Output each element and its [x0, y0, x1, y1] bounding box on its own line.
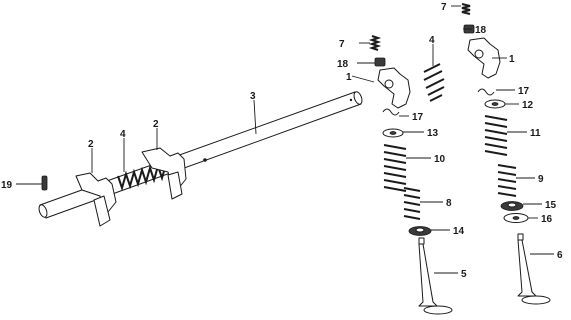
callout-15: 15: [545, 200, 557, 211]
rocker-shaft: [38, 91, 363, 219]
washer-right: [503, 213, 529, 223]
callout-1a: 1: [346, 72, 352, 83]
callout-8: 8: [446, 198, 452, 209]
callout-18a: 18: [337, 59, 349, 70]
adjusting-screw-left: [368, 35, 382, 51]
callout-5: 5: [461, 269, 467, 280]
callout-4a: 4: [120, 129, 126, 140]
callout-18b: 18: [475, 25, 487, 36]
outer-spring-right: [484, 115, 508, 156]
callout-labels: 1 1 2 2 3 4 4 5 6 7 7 8 9 10 11 12 13 14…: [1, 2, 563, 280]
retainer-left: [382, 128, 404, 138]
callout-3: 3: [250, 91, 256, 102]
spring-seat-right: [500, 201, 524, 211]
callout-14: 14: [453, 226, 465, 237]
retainer-right: [484, 99, 506, 109]
rocker-arm-right: [467, 37, 501, 79]
callout-13: 13: [427, 128, 439, 139]
callout-17a: 17: [412, 112, 424, 123]
valve-right: [517, 233, 551, 305]
loose-spring: [423, 63, 445, 102]
callout-9: 9: [538, 174, 544, 185]
shaft-holder-left: [75, 172, 117, 227]
leader-lines: [16, 5, 554, 274]
callout-2a: 2: [88, 139, 94, 150]
callout-12: 12: [522, 100, 534, 111]
callout-11: 11: [530, 128, 541, 139]
callout-7a: 7: [339, 39, 345, 50]
inner-spring-right: [497, 164, 517, 197]
callout-4b: 4: [429, 35, 435, 46]
callout-7b: 7: [441, 2, 447, 13]
lock-nut-left: [374, 57, 386, 67]
valve-left: [418, 237, 453, 315]
outer-spring-left: [383, 144, 407, 192]
callout-17b: 17: [518, 86, 530, 97]
dowel-pin: [41, 175, 48, 191]
callout-19: 19: [1, 180, 13, 191]
callout-16: 16: [541, 214, 553, 225]
callout-1b: 1: [509, 54, 515, 65]
spring-clip-left: [382, 108, 400, 116]
inner-spring-left: [403, 187, 421, 220]
spring-seat-left: [408, 226, 432, 236]
spring-clip-right: [477, 88, 495, 96]
callout-6: 6: [557, 250, 563, 261]
callout-10: 10: [434, 154, 446, 165]
rocker-arm-left: [377, 67, 411, 109]
callout-2b: 2: [153, 119, 159, 130]
shaft-holder-right: [141, 147, 187, 200]
adjusting-screw-right: [461, 3, 471, 15]
